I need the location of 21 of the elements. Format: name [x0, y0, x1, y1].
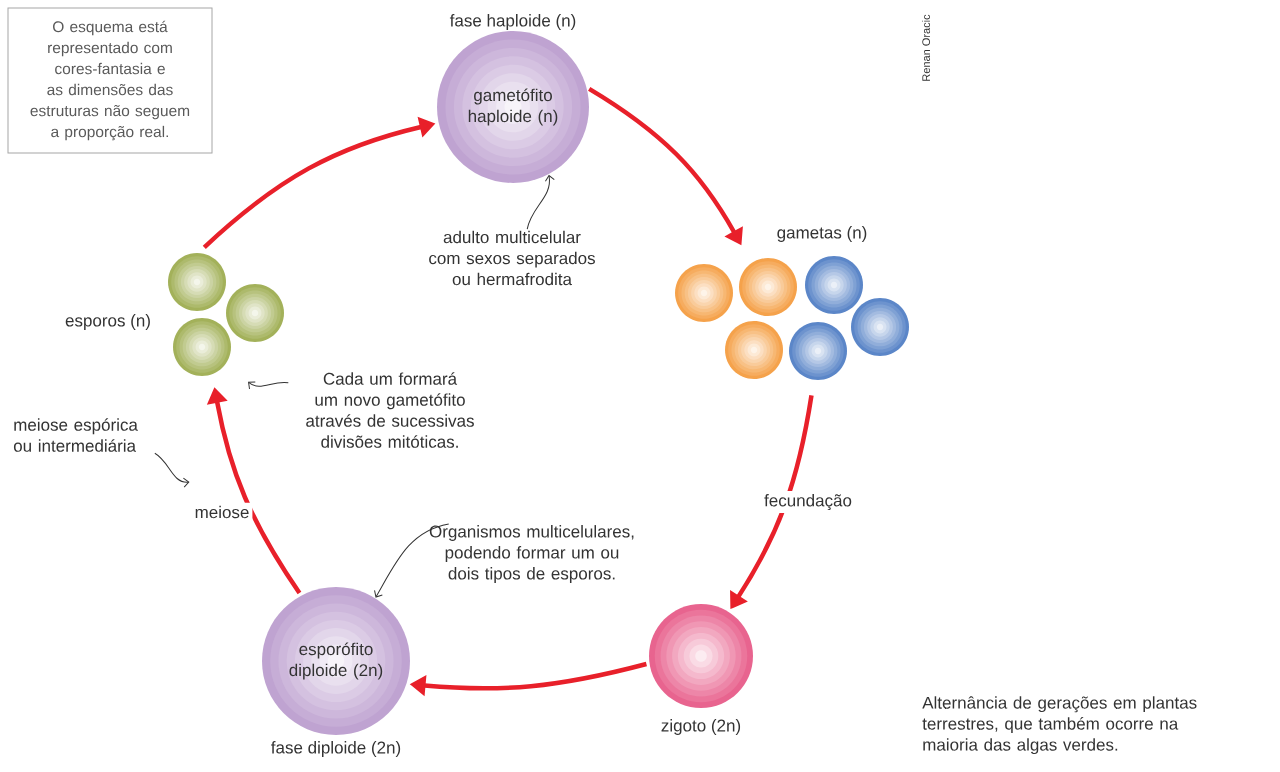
annotation-text: meiose espórica ou intermediária	[13, 418, 138, 452]
credit-text: Renan Oracic	[921, 14, 931, 81]
leader-arrow	[154, 452, 190, 488]
annotation-text: adulto multicelular com sexos separados ou hermafrodita	[429, 230, 595, 286]
leader-arrow	[248, 381, 289, 390]
stage-label: zigoto (2n)	[661, 719, 741, 735]
annotation-text: Organismos multicelulares, podendo formar um ou dois tipos de esporos.	[429, 525, 634, 583]
stage-label: fase diploide (2n)	[271, 741, 401, 757]
cells-drawing	[675, 256, 909, 380]
annotation-text: Cada um formará um novo gametófito através de sucessivas divisões mitóticas.	[306, 372, 474, 448]
figure-caption: Alternância de gerações em plantas terrestres, que também ocorre na maioria das algas verdes.	[922, 696, 1197, 755]
stage-label: fase haploide (n)	[449, 14, 576, 30]
note-box: O esquema está representado com cores-fantasia e as dimensões das estruturas não seguem a proporção real.	[7, 7, 213, 154]
zygote-circle	[649, 604, 753, 708]
leader-arrow	[526, 175, 555, 230]
edge-label: meiose	[191, 502, 253, 522]
stage-label: esporos (n)	[65, 314, 150, 330]
leader-arrow	[374, 523, 450, 598]
stage-label: gametas (n)	[777, 226, 867, 242]
cells-drawing	[168, 253, 284, 376]
edge-label: fecundação	[761, 491, 855, 513]
